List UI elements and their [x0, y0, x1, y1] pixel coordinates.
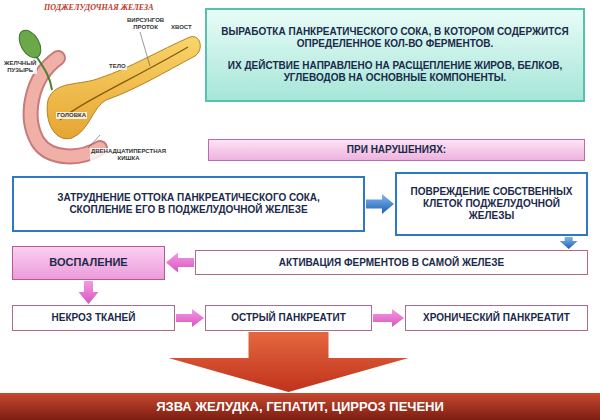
box-text: ХРОНИЧЕСКИЙ ПАНКРЕАТИТ — [423, 312, 570, 324]
flow-arrow — [560, 237, 578, 249]
process-box: НЕКРОЗ ТКАНЕЙ — [12, 305, 175, 331]
leader-line — [88, 135, 100, 148]
part-label: ГОЛОВКА — [56, 112, 87, 119]
box-text: ВЫРАБОТКА ПАНКРЕАТИЧЕСКОГО СОКА, В КОТОР… — [221, 26, 569, 50]
box-text: НЕКРОЗ ТКАНЕЙ — [52, 312, 136, 324]
gallbladder-shape — [15, 27, 46, 62]
part-label: ХВОСТ — [170, 24, 193, 31]
info-box: ВЫРАБОТКА ПАНКРЕАТИЧЕСКОГО СОКА, В КОТОР… — [205, 8, 585, 102]
flow-arrow — [373, 309, 404, 327]
process-box: ПОВРЕЖДЕНИЕ СОБСТВЕННЫХ КЛЕТОК ПОДЖЕЛУДО… — [395, 172, 588, 236]
flow-arrow — [79, 281, 99, 304]
flow-arrow — [366, 194, 394, 214]
process-box: ЗАТРУДНЕНИЕ ОТТОКА ПАНКРЕАТИЧЕСКОГО СОКА… — [12, 176, 365, 232]
diagram-title: ПОДЖЕЛУДОЧНАЯ ЖЕЛЕЗА — [44, 3, 153, 12]
flow-arrow — [166, 253, 194, 273]
wirsung-duct — [60, 47, 188, 120]
outcome-band: ЯЗВА ЖЕЛУДКА, ГЕПАТИТ, ЦИРРОЗ ПЕЧЕНИ — [0, 393, 600, 420]
box-text: ОСТРЫЙ ПАНКРЕАТИТ — [231, 312, 346, 324]
bile-duct — [36, 56, 52, 90]
flow-arrow — [169, 332, 409, 392]
box-text: ЯЗВА ЖЕЛУДКА, ГЕПАТИТ, ЦИРРОЗ ПЕЧЕНИ — [156, 399, 444, 415]
box-text: ВОСПАЛЕНИЕ — [49, 256, 127, 269]
box-text: ИХ ДЕЙСТВИЕ НАПРАВЛЕНО НА РАСЩЕПЛЕНИЕ ЖИ… — [221, 60, 569, 84]
flow-arrow — [176, 309, 204, 327]
box-text: АКТИВАЦИЯ ФЕРМЕНТОВ В САМОЙ ЖЕЛЕЗЕ — [279, 257, 504, 269]
part-label: ЖЕЛЧНЫЙ ПУЗЫРЬ — [3, 60, 37, 74]
process-box: ХРОНИЧЕСКИЙ ПАНКРЕАТИТ — [405, 305, 588, 331]
box-text: ПРИ НАРУШЕНИЯХ: — [347, 144, 446, 156]
part-label: ТЕЛО — [108, 63, 127, 70]
section-band: ПРИ НАРУШЕНИЯХ: — [208, 139, 585, 161]
process-box: ВОСПАЛЕНИЕ — [12, 246, 165, 280]
part-label: ВИРСУНГОВ ПРОТОК — [126, 17, 165, 31]
leader-line — [140, 32, 150, 66]
process-box: ОСТРЫЙ ПАНКРЕАТИТ — [205, 305, 372, 331]
part-label: ДВЕНАДЦАТИПЕРСТНАЯ КИШКА — [90, 148, 167, 162]
box-text: ПОВРЕЖДЕНИЕ СОБСТВЕННЫХ КЛЕТОК ПОДЖЕЛУДО… — [409, 186, 574, 222]
pancreas-shape — [47, 37, 200, 139]
process-box: АКТИВАЦИЯ ФЕРМЕНТОВ В САМОЙ ЖЕЛЕЗЕ — [195, 250, 588, 275]
box-text: ЗАТРУДНЕНИЕ ОТТОКА ПАНКРЕАТИЧЕСКОГО СОКА… — [26, 192, 351, 216]
